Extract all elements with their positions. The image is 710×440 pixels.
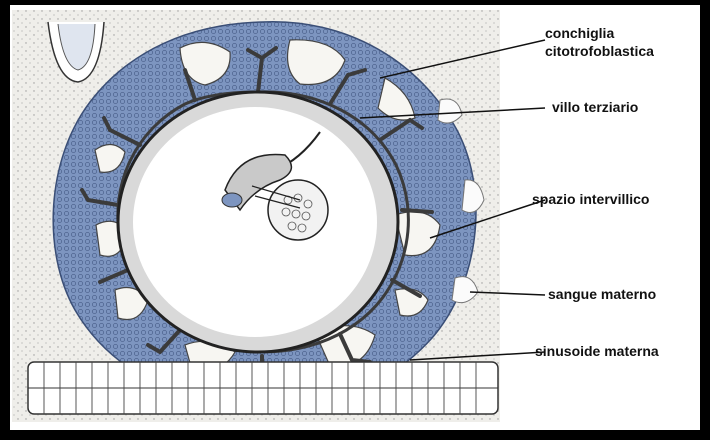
- label-maternal-blood: sangue materno: [548, 286, 656, 302]
- chorionic-cavity: [118, 92, 398, 352]
- label-maternal-sinusoid: sinusoide materna: [535, 343, 659, 359]
- label-shell-line2: citotrofoblastica: [545, 43, 654, 59]
- label-intervillous-space: spazio intervillico: [532, 191, 649, 207]
- endometrial-epithelium: [28, 362, 498, 414]
- label-tertiary-villus: villo terziario: [552, 99, 638, 115]
- label-shell-line1: conchiglia: [545, 25, 614, 41]
